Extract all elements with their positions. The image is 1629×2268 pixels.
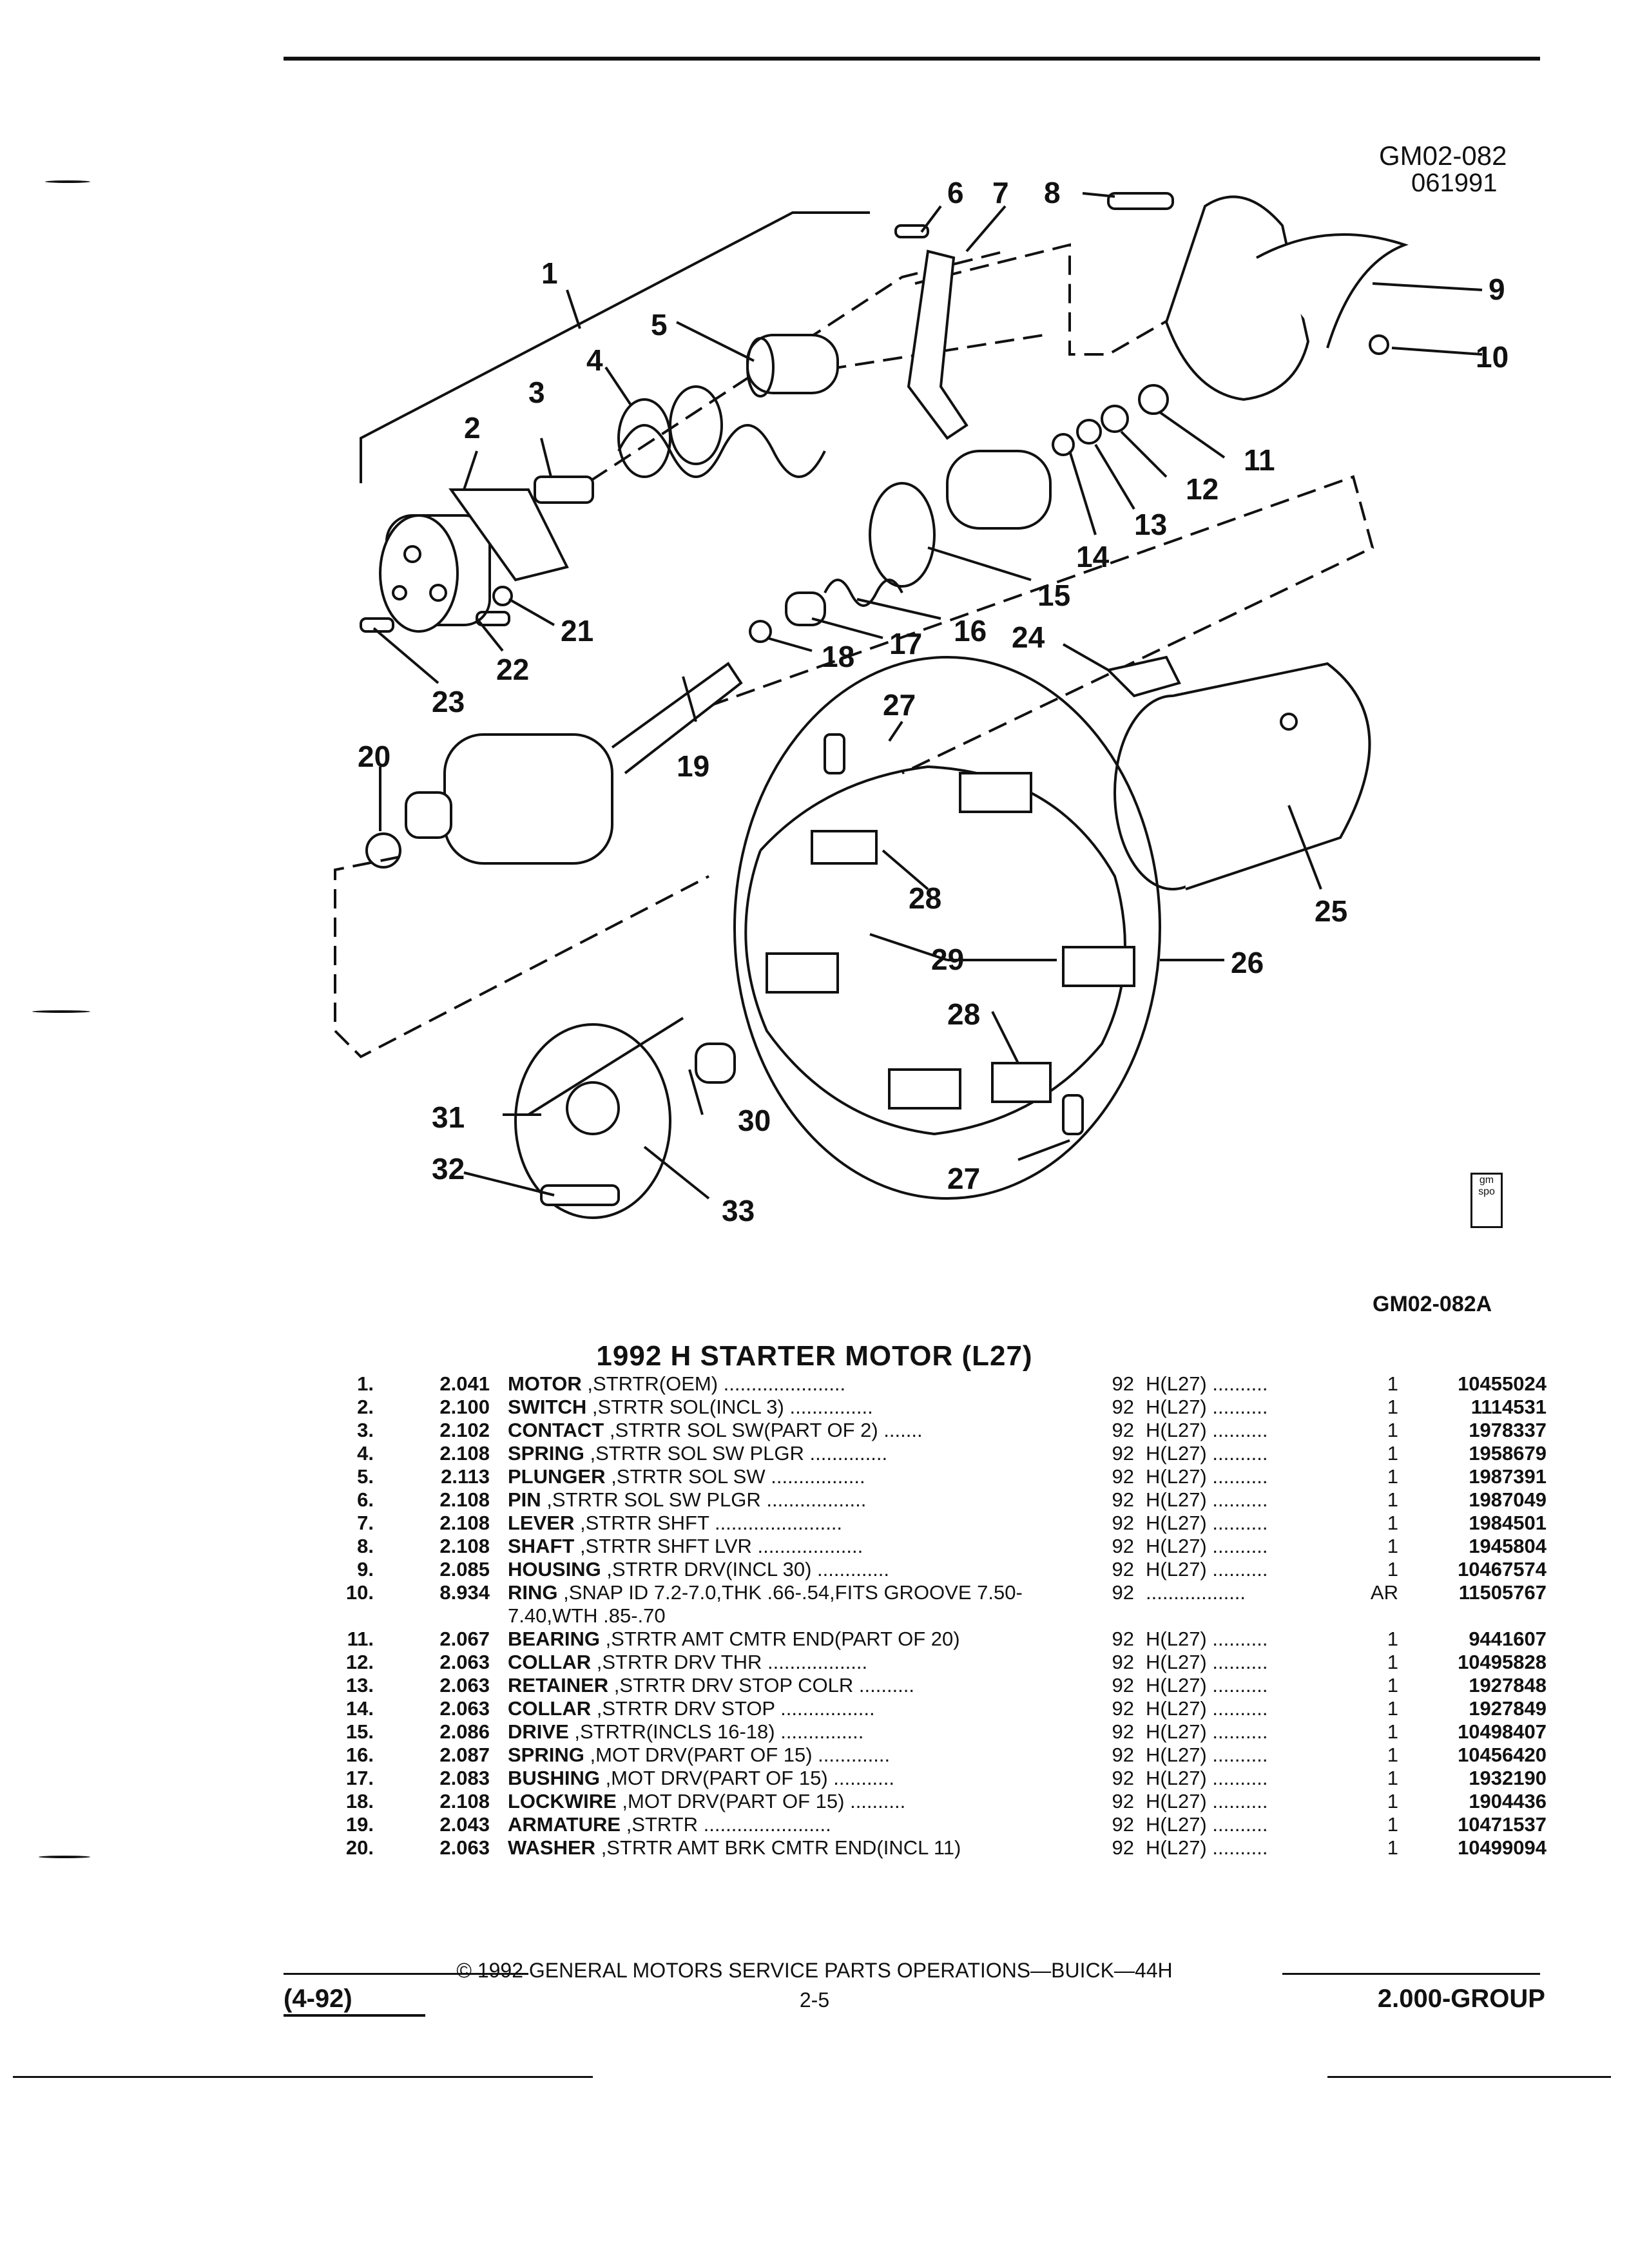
copyright-note: © 1992 GENERAL MOTORS SERVICE PARTS OPER…	[456, 1959, 1173, 1982]
callout-7: 7	[992, 176, 1009, 209]
gmspo-logo: gm spo	[1470, 1173, 1503, 1228]
callout-6: 6	[947, 176, 964, 209]
figure-date: 061991	[1411, 169, 1498, 197]
callout-17: 17	[889, 627, 922, 660]
margin-mark	[45, 180, 90, 183]
exploded-diagram: 1 2 3 4 5 6 7 8 9 10 11 12 13 14 15 16 1…	[334, 176, 1509, 1227]
callout-18: 18	[822, 640, 854, 673]
callout-33: 33	[722, 1194, 755, 1227]
callout-9: 9	[1489, 273, 1505, 306]
callout-24: 24	[1012, 620, 1045, 654]
bottom-rule-left	[13, 2076, 593, 2078]
callout-11: 11	[1244, 443, 1275, 477]
callout-31: 31	[432, 1100, 465, 1134]
callout-22: 22	[496, 653, 529, 686]
figure-code: GM02-082	[1379, 140, 1507, 171]
callout-8: 8	[1044, 176, 1061, 209]
date-code: (4-92)	[284, 1984, 352, 2013]
callout-16: 16	[954, 614, 987, 648]
callout-23: 23	[432, 685, 465, 718]
bottom-rule-right	[1327, 2076, 1611, 2078]
callout-30: 30	[738, 1104, 771, 1137]
callout-28b: 28	[947, 997, 980, 1031]
callout-15: 15	[1037, 579, 1070, 612]
callout-13: 13	[1134, 508, 1167, 541]
callout-3: 3	[528, 376, 545, 409]
callout-25: 25	[1315, 894, 1347, 928]
callout-1: 1	[541, 256, 558, 290]
figure-ref: GM02-082A	[1373, 1292, 1492, 1316]
callout-28: 28	[909, 881, 941, 915]
group-label: 2.000-GROUP	[1377, 1984, 1545, 2013]
footer-rule-right	[1282, 1973, 1540, 1975]
callout-14: 14	[1076, 540, 1110, 573]
footer-underline	[284, 2014, 425, 2017]
margin-mark	[39, 1856, 90, 1858]
callout-29: 29	[931, 943, 964, 976]
callout-4: 4	[586, 343, 603, 377]
top-rule	[284, 57, 1540, 61]
callout-12: 12	[1186, 472, 1219, 506]
footer-rule-left	[284, 1973, 528, 1975]
callout-2: 2	[464, 411, 481, 445]
page-number: 2-5	[799, 1988, 830, 2012]
callout-19: 19	[677, 749, 709, 783]
callout-5: 5	[651, 308, 668, 341]
callout-21: 21	[561, 614, 593, 648]
callout-27: 27	[883, 688, 916, 722]
callout-20: 20	[358, 740, 390, 773]
callout-27b: 27	[947, 1162, 980, 1195]
callout-10: 10	[1476, 340, 1509, 374]
callout-26: 26	[1231, 946, 1264, 979]
section-title: 1992 H STARTER MOTOR (L27)	[596, 1340, 1033, 1372]
margin-mark	[32, 1010, 90, 1013]
callout-32: 32	[432, 1152, 465, 1186]
